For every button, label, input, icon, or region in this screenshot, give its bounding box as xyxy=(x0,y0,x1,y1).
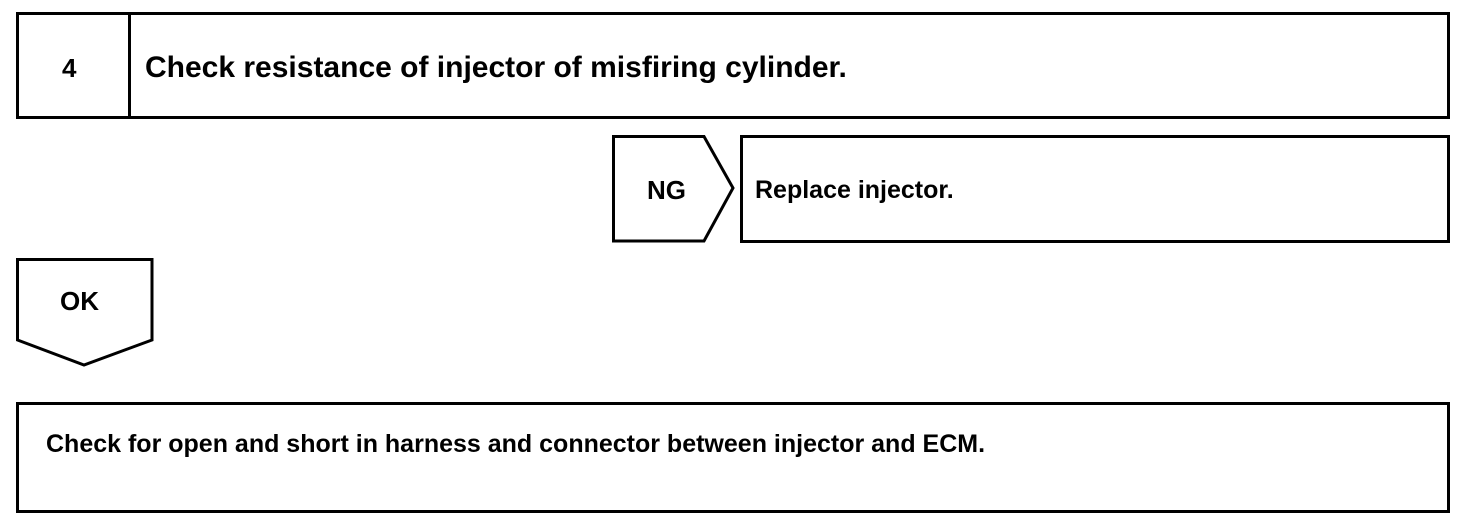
ok-arrow-tag xyxy=(16,258,154,367)
step-number: 4 xyxy=(62,53,77,83)
ok-label: OK xyxy=(60,286,99,316)
step-box xyxy=(16,12,1450,119)
ng-action-text: Replace injector. xyxy=(755,176,954,204)
step-number-cell xyxy=(19,15,131,116)
next-step-box xyxy=(16,402,1450,513)
next-step-text: Check for open and short in harness and … xyxy=(46,430,986,458)
ng-action-box xyxy=(740,135,1450,243)
step-title: Check resistance of injector of misfirin… xyxy=(145,51,847,84)
ng-label: NG xyxy=(647,175,686,205)
ng-arrow-tag xyxy=(612,135,735,243)
